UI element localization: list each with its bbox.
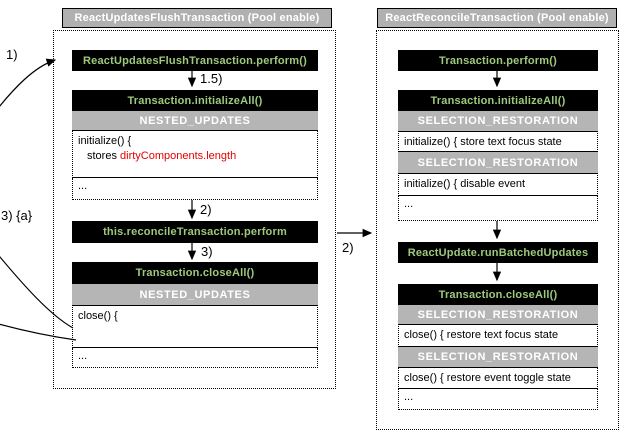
- left-initialize-code-row: initialize() { stores dirtyComponents.le…: [72, 130, 318, 178]
- right-close-row-1: close() { restore text focus state: [398, 324, 598, 347]
- left-initialize-code-line2: stores dirtyComponents.length: [87, 150, 237, 162]
- right-panel-header: ReactReconcileTransaction (Pool enable): [377, 8, 617, 28]
- right-init-row-2: initialize() { disable event: [398, 173, 598, 196]
- right-init-ellipsis-row: ...: [398, 196, 598, 221]
- left-panel-dotted-frame: [53, 30, 336, 389]
- right-panel-dotted-frame: [376, 30, 619, 430]
- left-close-code-row: close() {: [72, 305, 318, 348]
- label-step-1-5: 1.5): [200, 71, 223, 86]
- label-step-1: 1): [6, 47, 18, 62]
- left-close-ellipsis-row: ...: [72, 348, 318, 368]
- right-perform-box: Transaction.perform(): [398, 50, 598, 71]
- left-closeall-box: Transaction.closeAll(): [72, 262, 318, 284]
- right-selection-restoration-band-4: SELECTION_RESTORATION: [398, 347, 598, 367]
- left-nested-updates-band-1: NESTED_UPDATES: [72, 111, 318, 130]
- left-reconcile-perform-box: this.reconcileTransaction.perform: [72, 221, 318, 243]
- left-initializeall-box: Transaction.initializeAll(): [72, 90, 318, 111]
- left-initialize-code-line1: initialize() {: [78, 135, 132, 147]
- right-selection-restoration-band-1: SELECTION_RESTORATION: [398, 111, 598, 131]
- left-init-ellipsis-row: ...: [72, 178, 318, 200]
- right-selection-restoration-band-2: SELECTION_RESTORATION: [398, 152, 598, 173]
- step-1-curved-arrow: [0, 58, 57, 107]
- left-panel-header: ReactUpdatesFlushTransaction (Pool enabl…: [62, 8, 332, 28]
- right-init-row-1: initialize() { store text focus state: [398, 131, 598, 152]
- label-step-2-between: 2): [342, 240, 354, 255]
- label-step-2-left: 2): [200, 202, 212, 217]
- label-step-3-a: 3) {a}: [1, 208, 33, 223]
- dirty-components-highlight: dirtyComponents.length: [120, 150, 237, 162]
- right-closeall-box: Transaction.closeAll(): [398, 284, 598, 305]
- right-selection-restoration-band-3: SELECTION_RESTORATION: [398, 305, 598, 324]
- label-step-3-left: 3): [201, 244, 213, 259]
- left-perform-box: ReactUpdatesFlushTransaction.perform(): [72, 50, 318, 71]
- right-close-ellipsis-row: ...: [398, 389, 598, 410]
- right-initializeall-box: Transaction.initializeAll(): [398, 90, 598, 111]
- right-run-batched-updates-box: ReactUpdate.runBatchedUpdates: [398, 242, 598, 263]
- left-nested-updates-band-2: NESTED_UPDATES: [72, 284, 318, 305]
- right-close-row-2: close() { restore event toggle state: [398, 367, 598, 389]
